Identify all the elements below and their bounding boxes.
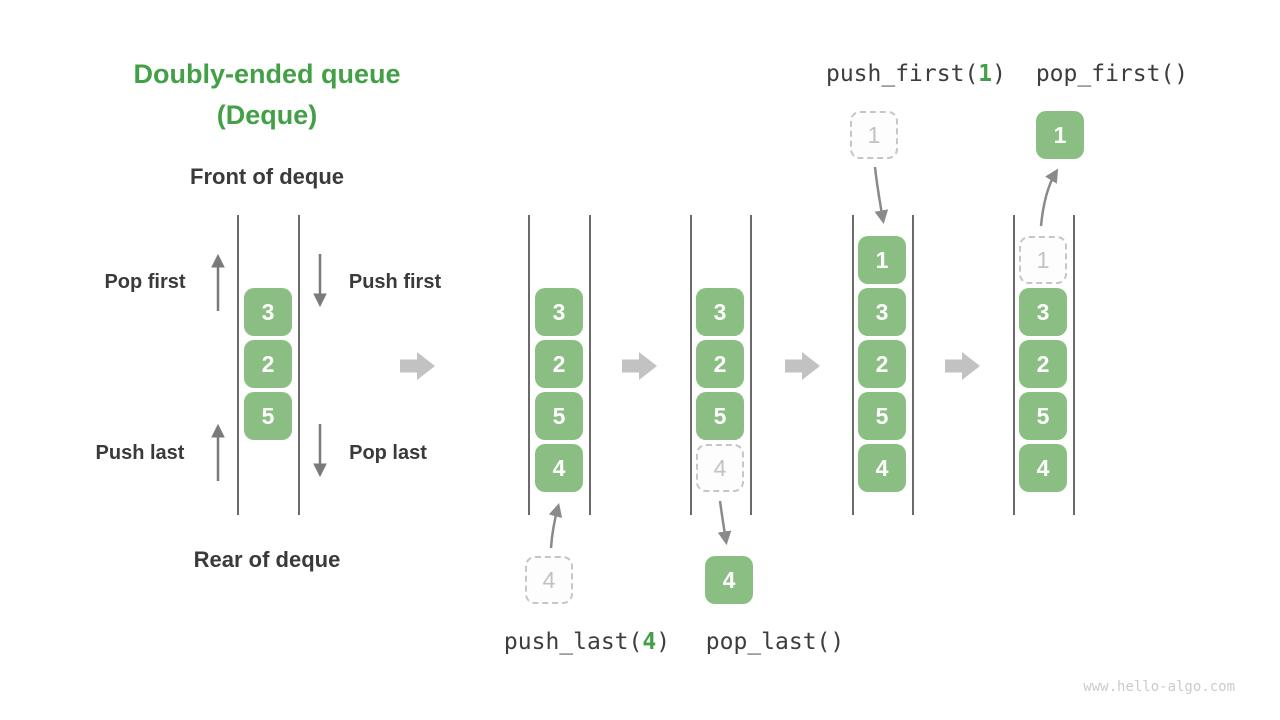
queue-item: 2: [244, 340, 292, 388]
pop-first-label: Pop first: [104, 271, 186, 293]
queue-item: 5: [1019, 392, 1067, 440]
outgoing-item: 4: [705, 556, 753, 604]
queue-item: 5: [535, 392, 583, 440]
code-arg: 4: [642, 629, 657, 655]
push-last-code: push_last(4): [504, 629, 670, 655]
queue-item-ghost: 1: [1019, 236, 1067, 284]
queue-item: 3: [535, 288, 583, 336]
diagram-title-line2: (Deque): [216, 100, 318, 130]
code-text: ): [992, 61, 1007, 87]
step-arrow-icon: [622, 352, 657, 380]
queue-wall: [589, 215, 591, 515]
queue-item: 4: [858, 444, 906, 492]
step-arrow-icon: [785, 352, 820, 380]
pop-last-flow-arrow-icon: [717, 500, 732, 546]
queue-item: 5: [858, 392, 906, 440]
pop-last-code: pop_last(): [705, 629, 845, 655]
queue-wall: [690, 215, 692, 515]
front-of-deque-label: Front of deque: [190, 164, 344, 189]
queue-item: 2: [696, 340, 744, 388]
queue-item: 3: [858, 288, 906, 336]
queue-item: 5: [244, 392, 292, 440]
step-arrow-icon: [400, 352, 435, 380]
push-last-label: Push last: [95, 442, 185, 464]
queue-item: 4: [535, 444, 583, 492]
queue-wall: [750, 215, 752, 515]
queue-item: 2: [858, 340, 906, 388]
code-text: push_last(: [503, 629, 643, 655]
push-last-flow-arrow-icon: [548, 503, 563, 549]
queue-wall: [1013, 215, 1015, 515]
push-first-code: push_first(1): [826, 61, 1006, 87]
queue-wall: [912, 215, 914, 515]
pop-first-code: pop_first(): [1035, 61, 1189, 87]
queue-wall: [528, 215, 530, 515]
queue-item: 3: [1019, 288, 1067, 336]
rear-of-deque-label: Rear of deque: [193, 547, 341, 572]
pop-last-label: Pop last: [349, 442, 427, 464]
queue-item: 5: [696, 392, 744, 440]
queue-item: 2: [535, 340, 583, 388]
queue-item: 3: [244, 288, 292, 336]
code-arg: 1: [978, 61, 993, 87]
incoming-item: 1: [850, 111, 898, 159]
queue-item: 2: [1019, 340, 1067, 388]
diagram-title-line1: Doubly-ended queue: [133, 59, 401, 89]
queue-item: 4: [1019, 444, 1067, 492]
code-text: ): [656, 629, 671, 655]
push-first-label: Push first: [348, 271, 442, 293]
incoming-item: 4: [525, 556, 573, 604]
queue-wall: [298, 215, 300, 515]
queue-item-ghost: 4: [696, 444, 744, 492]
outgoing-item: 1: [1036, 111, 1084, 159]
queue-wall: [852, 215, 854, 515]
step-arrow-icon: [945, 352, 980, 380]
code-text: push_first(: [825, 61, 979, 87]
queue-wall: [237, 215, 239, 515]
queue-wall: [1073, 215, 1075, 515]
pop-first-flow-arrow-icon: [1039, 168, 1059, 227]
queue-item: 1: [858, 236, 906, 284]
watermark: www.hello-algo.com: [1083, 679, 1235, 695]
queue-item: 3: [696, 288, 744, 336]
push-first-flow-arrow-icon: [873, 166, 889, 225]
